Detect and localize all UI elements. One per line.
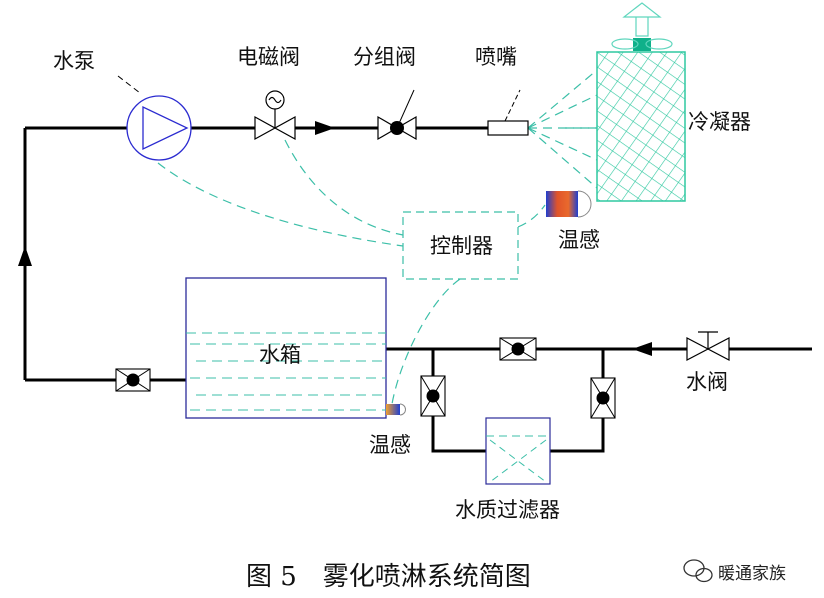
flow-arrow-left	[632, 342, 652, 356]
solenoid-valve	[254, 90, 296, 141]
flow-arrow-up	[18, 246, 32, 266]
water-filter	[485, 417, 551, 485]
pump-leader	[117, 75, 141, 94]
temp-sensor-bottom	[386, 403, 406, 416]
wire-spray-fan	[527, 69, 598, 129]
solenoid-valve-label: 电磁阀	[237, 45, 300, 69]
condenser-label: 冷凝器	[688, 110, 751, 134]
tank-label: 水箱	[259, 343, 301, 367]
nozzle	[487, 89, 529, 136]
temp-sensor-top-label: 温感	[558, 228, 600, 252]
figure-caption: 图 5 雾化喷淋系统简图	[246, 562, 531, 592]
water-tank	[185, 277, 387, 419]
water-pump	[126, 95, 192, 161]
watermark: 暖通家族	[683, 559, 786, 584]
pipes	[23, 126, 812, 453]
tank-outlet-valve	[115, 368, 151, 392]
bypass-valve-right	[590, 377, 616, 419]
inlet-valve	[499, 337, 537, 361]
condenser	[596, 51, 686, 202]
water-valve-label: 水阀	[686, 370, 728, 394]
group-valve-label: 分组阀	[353, 45, 416, 69]
temp-sensor-bottom-label: 温感	[369, 433, 411, 457]
condenser-fan-icon	[611, 2, 673, 51]
nozzle-label: 喷嘴	[475, 45, 517, 69]
water-valve	[686, 331, 730, 361]
group-valve	[377, 89, 417, 141]
wechat-icon	[683, 559, 713, 583]
water-filter-label: 水质过滤器	[455, 498, 560, 522]
wire-pump-controller	[157, 162, 404, 247]
flow-arrow-right	[315, 121, 335, 135]
controller-box	[402, 211, 519, 280]
control-wires	[157, 69, 598, 405]
pump-label: 水泵	[53, 49, 95, 73]
wire-controller-sensor-bottom	[391, 278, 461, 405]
wire-solenoid-controller	[284, 139, 404, 236]
temp-sensor-top	[546, 190, 592, 218]
bypass-valve-left	[420, 375, 446, 417]
watermark-text: 暖通家族	[718, 564, 786, 584]
controller-label: 控制器	[430, 234, 493, 258]
wire-controller-sensor-top	[517, 204, 546, 228]
